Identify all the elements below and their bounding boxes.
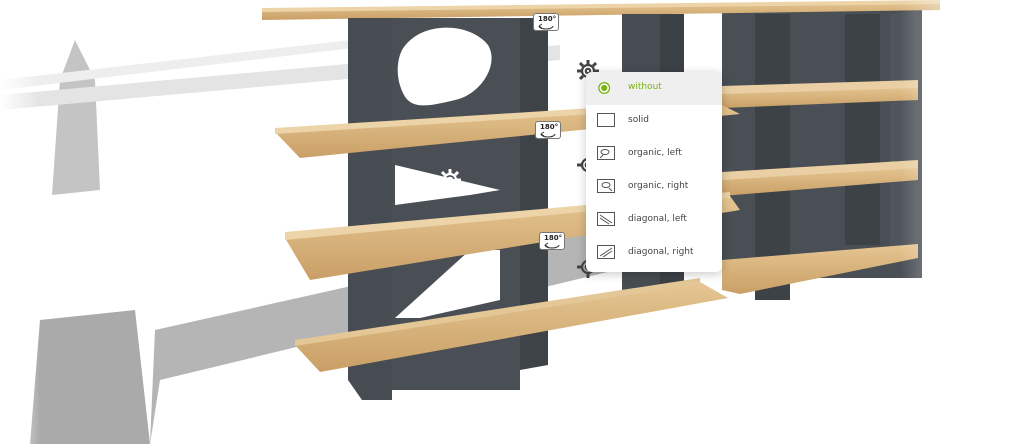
organic-left-icon xyxy=(597,146,615,160)
menu-item-solid[interactable]: solid xyxy=(586,105,722,138)
organic-right-icon xyxy=(597,179,615,193)
rotate-label: 180° xyxy=(544,234,563,242)
rotate-arrow-icon xyxy=(540,131,556,138)
diagonal-right-icon xyxy=(597,245,615,259)
panel-options-menu: without solid organic, left organic, rig… xyxy=(586,72,722,272)
solid-panel-icon xyxy=(597,113,615,127)
menu-item-diagonal-left[interactable]: diagonal, left xyxy=(586,204,722,237)
menu-item-without[interactable]: without xyxy=(586,72,722,105)
rotate-180-button[interactable]: 180° xyxy=(533,13,559,31)
rotate-arrow-icon xyxy=(538,23,554,30)
rotate-180-button[interactable]: 180° xyxy=(539,232,565,250)
menu-item-organic-right[interactable]: organic, right xyxy=(586,171,722,204)
menu-item-label: without xyxy=(628,82,662,92)
gear-icon[interactable] xyxy=(428,66,454,92)
rotate-180-button[interactable]: 180° xyxy=(535,121,561,139)
menu-item-label: organic, right xyxy=(628,181,689,191)
shelf-unit-right xyxy=(722,8,922,300)
menu-item-diagonal-right[interactable]: diagonal, right xyxy=(586,237,722,270)
menu-item-label: solid xyxy=(628,115,649,125)
menu-item-label: diagonal, left xyxy=(628,214,687,224)
gear-icon[interactable] xyxy=(437,167,463,193)
rotate-label: 180° xyxy=(538,15,557,23)
gear-icon[interactable] xyxy=(442,279,468,305)
menu-item-label: diagonal, right xyxy=(628,247,694,257)
menu-item-organic-left[interactable]: organic, left xyxy=(586,138,722,171)
diagonal-left-icon xyxy=(597,212,615,226)
rotate-label: 180° xyxy=(540,123,559,131)
menu-item-label: organic, left xyxy=(628,148,682,158)
rotate-arrow-icon xyxy=(544,242,560,249)
top-board xyxy=(262,2,940,20)
radio-selected-icon xyxy=(598,82,611,94)
